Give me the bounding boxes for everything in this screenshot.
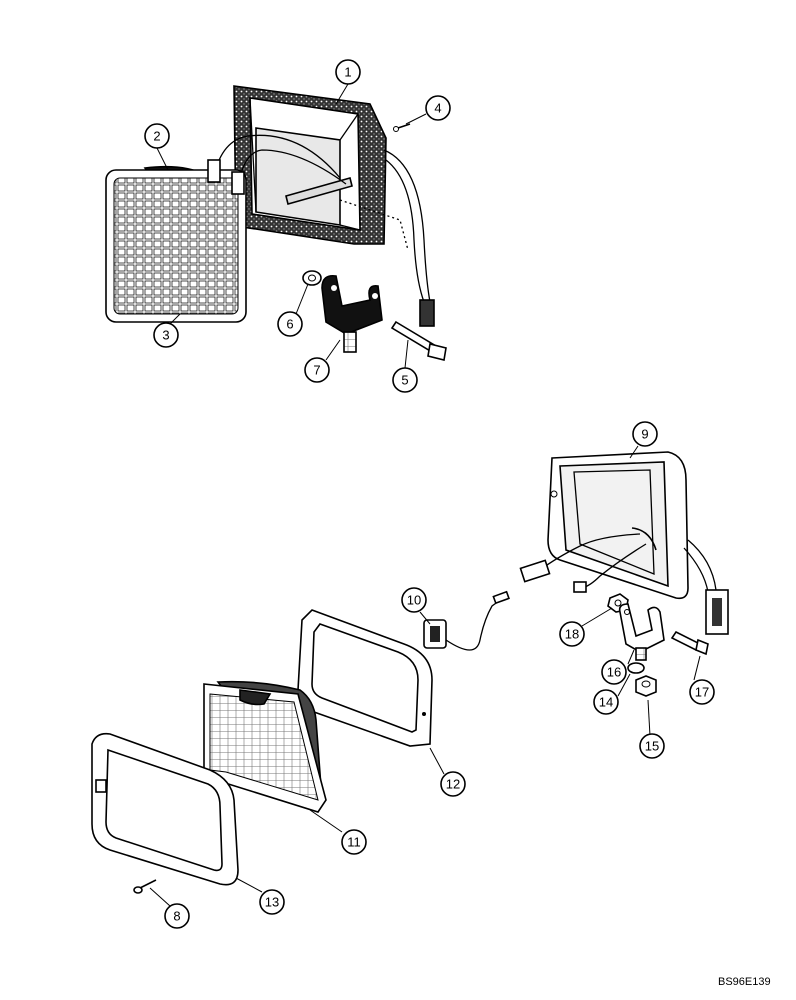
svg-text:16: 16 xyxy=(607,665,621,680)
callout-11: 11 xyxy=(341,829,367,855)
callout-8: 8 xyxy=(164,903,190,929)
svg-text:17: 17 xyxy=(695,685,709,700)
bolt-part-5 xyxy=(390,320,447,361)
svg-text:9: 9 xyxy=(641,427,648,442)
washer-part-6 xyxy=(302,270,322,286)
svg-text:3: 3 xyxy=(162,328,169,343)
svg-text:13: 13 xyxy=(265,895,279,910)
callout-10: 10 xyxy=(401,587,427,613)
svg-text:15: 15 xyxy=(645,739,659,754)
callout-2: 2 xyxy=(144,123,170,149)
svg-text:18: 18 xyxy=(565,627,579,642)
svg-text:5: 5 xyxy=(401,373,408,388)
gasket-part-12 xyxy=(297,609,433,747)
callout-14: 14 xyxy=(593,689,619,715)
svg-text:1: 1 xyxy=(344,65,351,80)
callout-13: 13 xyxy=(259,889,285,915)
svg-text:12: 12 xyxy=(446,777,460,792)
callout-6: 6 xyxy=(277,311,303,337)
callout-4: 4 xyxy=(425,95,451,121)
screw-part-4 xyxy=(393,123,411,132)
callout-12: 12 xyxy=(440,771,466,797)
housing-part-1 xyxy=(233,85,387,245)
sealed-beam-part-11 xyxy=(203,680,327,813)
housing-part-9 xyxy=(547,451,689,600)
screw-part-8 xyxy=(133,879,157,894)
svg-text:8: 8 xyxy=(173,909,180,924)
callout-17: 17 xyxy=(689,679,715,705)
callout-16: 16 xyxy=(601,659,627,685)
lockwasher-part-14 xyxy=(627,662,645,674)
lens-part-3 xyxy=(105,169,247,323)
callout-9: 9 xyxy=(632,421,658,447)
svg-text:7: 7 xyxy=(313,363,320,378)
leader-lines xyxy=(149,83,701,907)
svg-text:4: 4 xyxy=(434,101,441,116)
callout-1: 1 xyxy=(335,59,361,85)
callout-5: 5 xyxy=(392,367,418,393)
bezel-part-13 xyxy=(91,732,239,886)
callout-3: 3 xyxy=(153,322,179,348)
bracket-part-7 xyxy=(321,274,383,353)
svg-text:11: 11 xyxy=(347,835,361,850)
callout-15: 15 xyxy=(639,733,665,759)
socket-part-10 xyxy=(423,590,510,651)
svg-text:2: 2 xyxy=(153,129,160,144)
nut-part-15 xyxy=(635,675,657,697)
bracket-part-16 xyxy=(618,603,665,661)
svg-text:14: 14 xyxy=(599,695,613,710)
harness-wires-lower xyxy=(519,533,729,635)
svg-text:10: 10 xyxy=(407,593,421,608)
svg-text:6: 6 xyxy=(286,317,293,332)
callout-18: 18 xyxy=(559,621,585,647)
bolt-part-17 xyxy=(670,630,709,656)
callout-7: 7 xyxy=(304,357,330,383)
harness-wires-upper xyxy=(207,134,435,327)
reference-code: BS96E139 xyxy=(718,976,771,988)
